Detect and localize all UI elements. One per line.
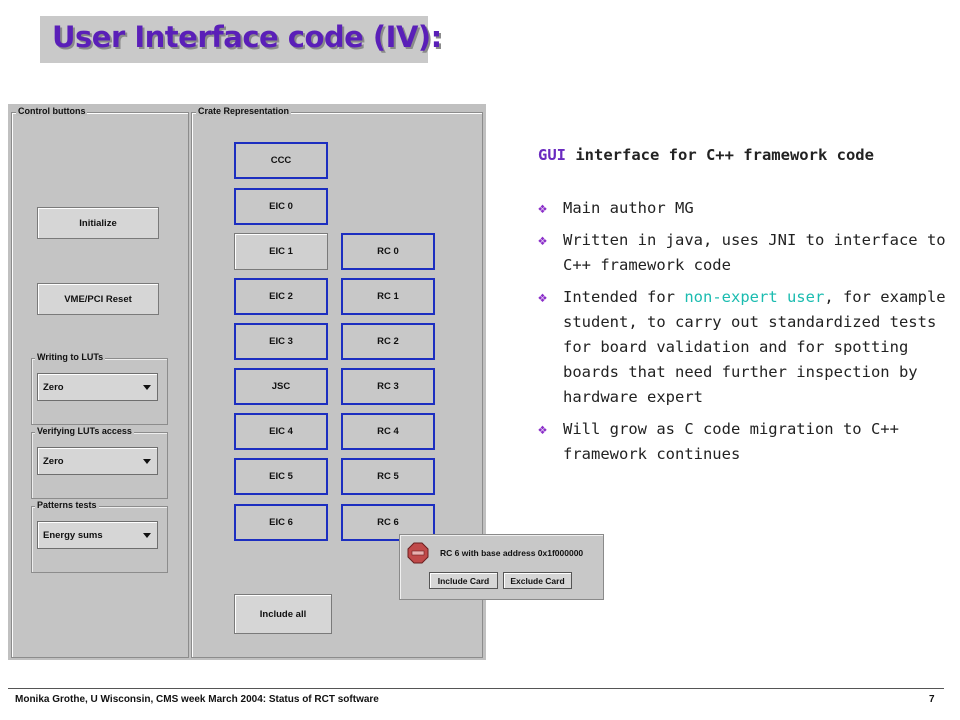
bullet-text: Intended for (563, 288, 685, 306)
card-dialog: RC 6 with base address 0x1f000000 Includ… (399, 534, 604, 600)
diamond-bullet-icon: ❖ (538, 199, 548, 217)
writing-luts-value: Zero (43, 381, 64, 393)
card-jsc[interactable]: JSC (234, 368, 328, 405)
heading-rest: interface for C++ framework code (566, 146, 874, 164)
card-eic-0[interactable]: EIC 0 (234, 188, 328, 225)
writing-luts-group: Writing to LUTs Zero (31, 352, 168, 425)
card-rc-5[interactable]: RC 5 (341, 458, 435, 495)
chevron-down-icon (143, 533, 151, 538)
stop-icon (407, 542, 429, 564)
patterns-tests-value: Energy sums (43, 529, 103, 541)
card-rc-4[interactable]: RC 4 (341, 413, 435, 450)
control-buttons-legend: Control buttons (16, 106, 88, 116)
bullet-text: Will grow as C code migration to C++ fra… (563, 420, 899, 463)
diamond-bullet-icon: ❖ (538, 231, 548, 249)
include-card-button[interactable]: Include Card (429, 572, 498, 589)
vme-pci-reset-button[interactable]: VME/PCI Reset (37, 283, 159, 315)
bullet-item: ❖ Written in java, uses JNI to interface … (538, 228, 954, 278)
page-number: 7 (929, 694, 935, 705)
include-all-button[interactable]: Include all (234, 594, 332, 634)
exclude-card-button[interactable]: Exclude Card (503, 572, 572, 589)
bullet-text: Written in java, uses JNI to interface t… (563, 231, 946, 274)
initialize-button[interactable]: Initialize (37, 207, 159, 239)
bullet-list: ❖ Main author MG ❖ Written in java, uses J… (538, 196, 954, 474)
diamond-bullet-icon: ❖ (538, 420, 548, 438)
slide-title: User Interface code (IV): (52, 20, 442, 54)
card-eic-2[interactable]: EIC 2 (234, 278, 328, 315)
bullet-item: ❖ Will grow as C code migration to C++ fr… (538, 417, 954, 467)
card-eic-4[interactable]: EIC 4 (234, 413, 328, 450)
card-ccc[interactable]: CCC (234, 142, 328, 179)
control-buttons-panel: Control buttons Initialize VME/PCI Reset… (11, 106, 189, 658)
footer-text: Monika Grothe, U Wisconsin, CMS week Mar… (15, 694, 379, 705)
bullet-item: ❖ Intended for non-expert user, for examp… (538, 285, 954, 410)
chevron-down-icon (143, 385, 151, 390)
patterns-tests-group: Patterns tests Energy sums (31, 500, 168, 573)
verifying-luts-select[interactable]: Zero (37, 447, 158, 475)
heading-gui: GUI (538, 146, 566, 164)
bullet-text: , for example student, to carry out stan… (563, 288, 946, 406)
bullet-item: ❖ Main author MG (538, 196, 954, 221)
card-eic-5[interactable]: EIC 5 (234, 458, 328, 495)
patterns-tests-select[interactable]: Energy sums (37, 521, 158, 549)
card-rc-3[interactable]: RC 3 (341, 368, 435, 405)
diamond-bullet-icon: ❖ (538, 288, 548, 306)
highlighted-text: non-expert user (684, 288, 825, 306)
card-rc-1[interactable]: RC 1 (341, 278, 435, 315)
bullet-text: Main author MG (563, 199, 694, 217)
verifying-luts-group: Verifying LUTs access Zero (31, 426, 168, 499)
card-eic-6[interactable]: EIC 6 (234, 504, 328, 541)
patterns-tests-legend: Patterns tests (35, 500, 99, 510)
footer-divider (8, 688, 944, 689)
crate-representation-legend: Crate Representation (196, 106, 292, 116)
card-rc-0[interactable]: RC 0 (341, 233, 435, 270)
verifying-luts-value: Zero (43, 455, 64, 467)
chevron-down-icon (143, 459, 151, 464)
card-eic-1[interactable]: EIC 1 (234, 233, 328, 270)
writing-luts-select[interactable]: Zero (37, 373, 158, 401)
dialog-message: RC 6 with base address 0x1f000000 (440, 548, 584, 558)
verifying-luts-legend: Verifying LUTs access (35, 426, 134, 436)
writing-luts-legend: Writing to LUTs (35, 352, 106, 362)
card-eic-3[interactable]: EIC 3 (234, 323, 328, 360)
title-background (40, 16, 428, 63)
card-rc-2[interactable]: RC 2 (341, 323, 435, 360)
slide-heading: GUI interface for C++ framework code (538, 146, 874, 164)
